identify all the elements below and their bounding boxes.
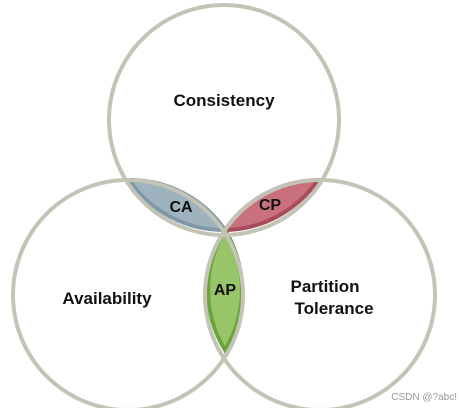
cp-label: CP bbox=[259, 197, 282, 214]
ca-label: CA bbox=[169, 199, 193, 216]
consistency-label: Consistency bbox=[173, 91, 275, 110]
availability-label: Availability bbox=[62, 289, 152, 308]
partition-tolerance-circle bbox=[203, 178, 437, 408]
availability-circle bbox=[11, 178, 245, 408]
partition-label: Partition bbox=[291, 277, 360, 296]
ap-label: AP bbox=[214, 282, 237, 299]
watermark: CSDN @?abc! bbox=[391, 392, 457, 403]
tolerance-label: Tolerance bbox=[294, 299, 373, 318]
consistency-circle bbox=[107, 3, 341, 237]
